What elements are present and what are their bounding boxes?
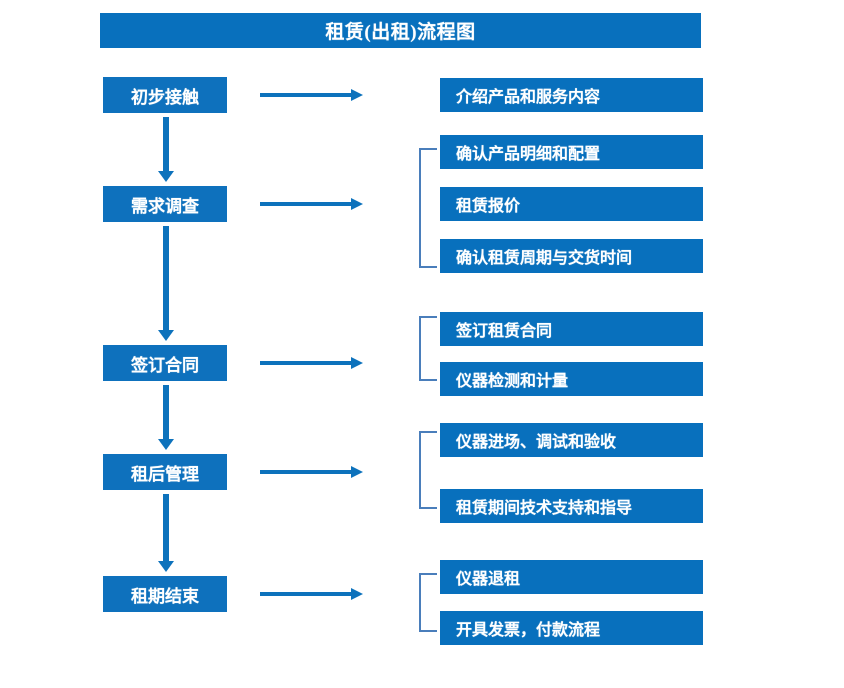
group-bracket-3 <box>419 316 437 381</box>
group-bracket-2 <box>419 148 437 268</box>
horizontal-arrow-2 <box>260 197 363 211</box>
horizontal-arrow-1 <box>260 88 363 102</box>
arrow-head-icon <box>351 198 363 210</box>
stage-box-1[interactable]: 初步接触 <box>103 77 227 113</box>
horizontal-arrow-3 <box>260 356 363 370</box>
detail-box-1[interactable]: 介绍产品和服务内容 <box>440 78 703 112</box>
detail-box-4[interactable]: 确认租赁周期与交货时间 <box>440 239 703 273</box>
arrow-head-icon <box>351 89 363 101</box>
arrow-shaft <box>260 592 352 596</box>
group-bracket-5 <box>419 573 437 632</box>
stage-box-5[interactable]: 租期结束 <box>103 576 227 612</box>
arrow-shaft <box>163 117 169 171</box>
arrow-head-icon <box>351 466 363 478</box>
detail-box-7[interactable]: 仪器进场、调试和验收 <box>440 423 703 457</box>
detail-box-5[interactable]: 签订租赁合同 <box>440 312 703 346</box>
vertical-arrow-2 <box>158 226 174 341</box>
arrow-shaft <box>260 470 352 474</box>
horizontal-arrow-4 <box>260 465 363 479</box>
arrow-shaft <box>163 494 169 561</box>
vertical-arrow-1 <box>158 117 174 182</box>
arrow-head-icon <box>351 588 363 600</box>
arrow-shaft <box>260 93 352 97</box>
detail-box-6[interactable]: 仪器检测和计量 <box>440 362 703 396</box>
arrow-head-icon <box>158 330 174 341</box>
arrow-head-icon <box>158 561 174 572</box>
detail-box-9[interactable]: 仪器退租 <box>440 560 703 594</box>
arrow-head-icon <box>351 357 363 369</box>
detail-box-3[interactable]: 租赁报价 <box>440 187 703 221</box>
arrow-shaft <box>260 202 352 206</box>
stage-box-2[interactable]: 需求调查 <box>103 186 227 222</box>
detail-box-10[interactable]: 开具发票，付款流程 <box>440 611 703 645</box>
group-bracket-4 <box>419 431 437 509</box>
page-title: 租赁(出租)流程图 <box>100 13 701 48</box>
arrow-shaft <box>163 226 169 330</box>
horizontal-arrow-5 <box>260 587 363 601</box>
stage-box-4[interactable]: 租后管理 <box>103 454 227 490</box>
stage-box-3[interactable]: 签订合同 <box>103 345 227 381</box>
vertical-arrow-3 <box>158 385 174 450</box>
arrow-head-icon <box>158 439 174 450</box>
vertical-arrow-4 <box>158 494 174 572</box>
detail-box-2[interactable]: 确认产品明细和配置 <box>440 135 703 169</box>
arrow-head-icon <box>158 171 174 182</box>
arrow-shaft <box>163 385 169 439</box>
detail-box-8[interactable]: 租赁期间技术支持和指导 <box>440 489 703 523</box>
arrow-shaft <box>260 361 352 365</box>
